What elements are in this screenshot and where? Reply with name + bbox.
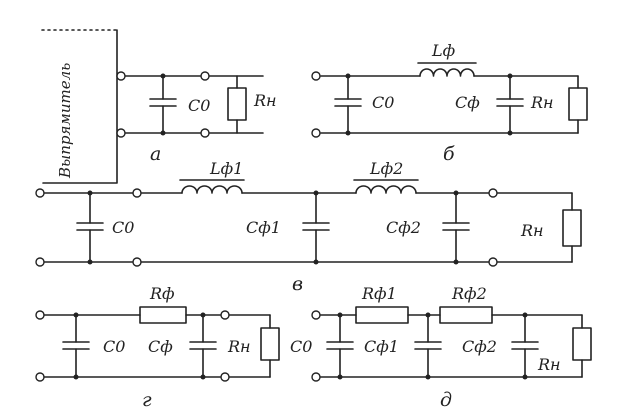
input-terminal <box>311 310 321 320</box>
output-terminal <box>200 71 210 81</box>
label-rf: Rф <box>149 284 175 303</box>
label-c0: C0 <box>103 337 125 356</box>
output-terminal <box>220 372 230 382</box>
capacitor-cf <box>496 75 524 134</box>
label-c0: C0 <box>112 218 134 237</box>
rectifier-block: Выпрямитель <box>41 29 118 184</box>
label-cf2: Cф2 <box>462 337 497 356</box>
label-cf2: Cф2 <box>386 218 421 237</box>
output-terminal <box>488 188 498 198</box>
label-rf1: Rф1 <box>361 284 397 303</box>
capacitor-cf2 <box>442 192 470 263</box>
input-terminal <box>311 372 321 382</box>
resistor-rf <box>139 306 187 324</box>
terminal <box>132 188 142 198</box>
label-c0: C0 <box>290 337 312 356</box>
circuit-a: C0 Rн а <box>116 71 277 165</box>
resistor-rn <box>260 314 280 378</box>
label-cf1: Cф1 <box>364 337 399 356</box>
resistor-rf1 <box>355 306 409 324</box>
label-rn: Rн <box>530 93 554 112</box>
input-terminal <box>116 128 126 138</box>
capacitor-c0 <box>334 75 362 134</box>
input-terminal <box>311 71 321 81</box>
caption-a: а <box>150 143 161 165</box>
output-terminal <box>200 128 210 138</box>
terminal <box>132 257 142 267</box>
circuit-v: C0 Lф1 Cф1 Lф2 <box>35 159 582 295</box>
circuit-d: C0 Rф1 Cф1 Rф2 Cф2 <box>290 284 592 411</box>
label-cf1: Cф1 <box>246 218 281 237</box>
capacitor-cf1 <box>302 192 330 263</box>
label-c0: C0 <box>188 96 210 115</box>
resistor-rn <box>572 314 592 378</box>
caption-d: д <box>440 389 452 411</box>
capacitor-cf2 <box>511 314 539 378</box>
label-rn: Rн <box>253 91 277 110</box>
circuit-b: C0 Lф Cф Rн б <box>311 41 588 165</box>
input-terminal <box>35 188 45 198</box>
capacitor-c0 <box>76 192 104 263</box>
label-rn: Rн <box>227 337 251 356</box>
label-rn: Rн <box>537 355 561 374</box>
input-terminal <box>35 257 45 267</box>
capacitor-c0 <box>149 75 177 134</box>
resistor-rn <box>227 75 247 134</box>
input-terminal <box>116 71 126 81</box>
label-rn: Rн <box>520 221 544 240</box>
inductor-lf1 <box>179 179 245 194</box>
label-c0: C0 <box>372 93 394 112</box>
rectifier-label: Выпрямитель <box>56 63 74 179</box>
input-terminal <box>35 310 45 320</box>
capacitor-cf <box>189 314 217 378</box>
caption-b: б <box>443 143 455 165</box>
circuit-g: C0 Rф Cф Rн г <box>35 284 280 411</box>
label-rf2: Rф2 <box>451 284 487 303</box>
resistor-rn <box>562 192 582 263</box>
output-terminal <box>220 310 230 320</box>
caption-v: в <box>292 273 303 295</box>
label-lf: Lф <box>431 41 455 60</box>
inductor-lf2 <box>353 179 419 194</box>
label-cf: Cф <box>148 337 173 356</box>
resistor-rn <box>568 75 588 134</box>
output-terminal <box>488 257 498 267</box>
label-lf2: Lф2 <box>369 159 403 178</box>
inductor-lf <box>417 62 477 77</box>
capacitor-c0 <box>326 314 354 378</box>
label-lf1: Lф1 <box>209 159 243 178</box>
label-cf: Cф <box>455 93 480 112</box>
input-terminal <box>311 128 321 138</box>
caption-g: г <box>142 389 152 411</box>
capacitor-c0 <box>62 314 90 378</box>
capacitor-cf1 <box>414 314 442 378</box>
resistor-rf2 <box>439 306 493 324</box>
input-terminal <box>35 372 45 382</box>
